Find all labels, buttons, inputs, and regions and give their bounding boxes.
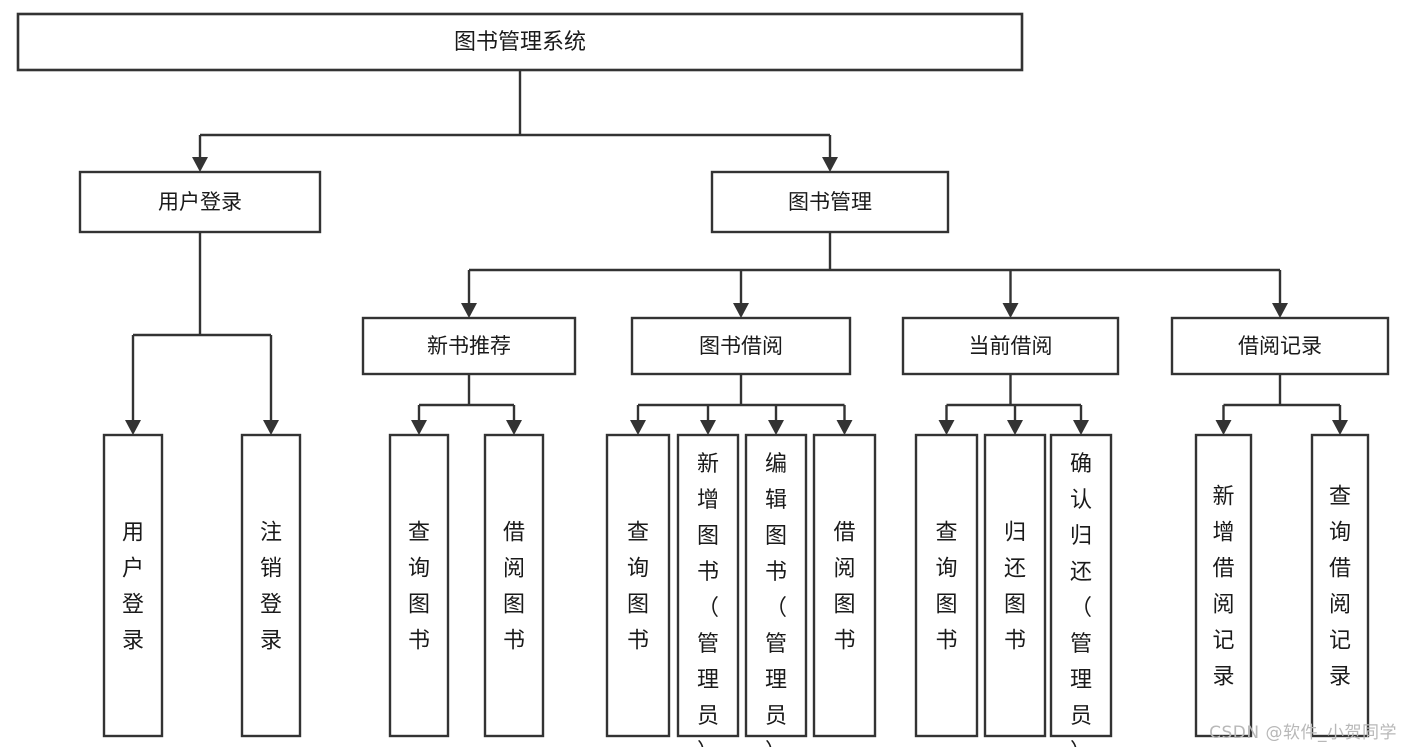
level3-3-arrow-1 — [1332, 420, 1348, 435]
node-level2-label-1: 图书管理 — [788, 190, 872, 214]
node-level2-box-1[interactable] — [710, 170, 950, 234]
level3-1-arrow-3 — [836, 420, 853, 435]
node-level3-box-1[interactable] — [630, 316, 852, 376]
node-leaf-label-l3-2-0: 查询图书 — [935, 521, 957, 654]
node-leaf-box-l3-1-0[interactable] — [605, 433, 671, 738]
node-level3-box-2[interactable] — [901, 316, 1120, 376]
node-leaf-label-l2-0-1: 注销登录 — [260, 521, 282, 654]
mgmt-arrow-0 — [461, 303, 477, 318]
node-leaf-label-l3-1-0: 查询图书 — [627, 521, 649, 654]
node-root-label: 图书管理系统 — [454, 30, 586, 55]
node-leaf-box-l3-2-1[interactable] — [983, 433, 1047, 738]
level2-0-arrow-0 — [125, 420, 141, 435]
mgmt-arrow-1 — [733, 303, 749, 318]
level3-3-arrow-0 — [1215, 420, 1232, 435]
node-leaf-label-l3-2-1: 归还图书 — [1004, 521, 1026, 654]
node-leaf-box-l3-2-2[interactable] — [1049, 433, 1113, 738]
node-leaf-box-l3-1-2[interactable] — [744, 433, 808, 738]
mgmt-arrow-3 — [1272, 303, 1288, 318]
node-leaf-box-l3-3-0[interactable] — [1194, 433, 1253, 738]
node-leaf-label-l3-1-3: 借阅图书 — [833, 521, 855, 654]
level3-1-arrow-1 — [700, 420, 716, 435]
node-level2-label-0: 用户登录 — [158, 190, 242, 214]
root-arrow-1 — [822, 157, 838, 172]
node-leaf-box-l2-0-1[interactable] — [240, 433, 302, 738]
node-leaf-box-l3-0-0[interactable] — [388, 433, 450, 738]
node-leaf-label-l3-1-2: 编辑图书（管理员） — [765, 452, 787, 747]
node-leaf-label-l3-2-2: 确认归还（管理员） — [1070, 452, 1092, 747]
level3-1-arrow-2 — [768, 420, 784, 435]
node-level3-label-1: 图书借阅 — [699, 334, 783, 358]
node-leaf-box-l2-0-0[interactable] — [102, 433, 164, 738]
node-leaf-box-l3-3-1[interactable] — [1310, 433, 1370, 738]
level3-0-arrow-0 — [411, 420, 427, 435]
level3-1-arrow-0 — [630, 420, 646, 435]
root-arrow-0 — [192, 157, 208, 172]
node-level3-box-3[interactable] — [1170, 316, 1390, 376]
level2-0-arrow-1 — [263, 420, 279, 435]
node-root-box[interactable] — [16, 12, 1024, 72]
level3-2-arrow-2 — [1073, 420, 1089, 435]
node-leaf-label-l3-1-1: 新增图书（管理员） — [697, 452, 719, 747]
node-leaf-label-l3-3-0: 新增借阅记录 — [1212, 485, 1234, 690]
node-leaf-label-l3-0-0: 查询图书 — [408, 521, 430, 654]
node-level3-label-2: 当前借阅 — [969, 334, 1053, 358]
level3-0-arrow-1 — [506, 420, 522, 435]
node-leaf-box-l3-1-3[interactable] — [812, 433, 877, 738]
node-level3-label-3: 借阅记录 — [1238, 334, 1322, 358]
node-layer: 图书管理系统用户登录用户登录注销登录图书管理新书推荐查询图书借阅图书图书借阅查询… — [16, 12, 1390, 747]
node-leaf-label-l3-3-1: 查询借阅记录 — [1329, 485, 1351, 690]
node-level3-box-0[interactable] — [361, 316, 577, 376]
node-level3-label-0: 新书推荐 — [427, 334, 511, 358]
node-level2-box-0[interactable] — [78, 170, 322, 234]
node-leaf-label-l3-0-1: 借阅图书 — [503, 521, 525, 654]
node-leaf-label-l2-0-0: 用户登录 — [122, 521, 144, 654]
mgmt-arrow-2 — [1002, 303, 1019, 318]
level3-2-arrow-0 — [938, 420, 955, 435]
node-leaf-box-l3-2-0[interactable] — [914, 433, 979, 738]
connector-layer — [125, 70, 1348, 435]
level3-2-arrow-1 — [1007, 420, 1023, 435]
node-leaf-box-l3-0-1[interactable] — [483, 433, 545, 738]
node-leaf-box-l3-1-1[interactable] — [676, 433, 740, 738]
